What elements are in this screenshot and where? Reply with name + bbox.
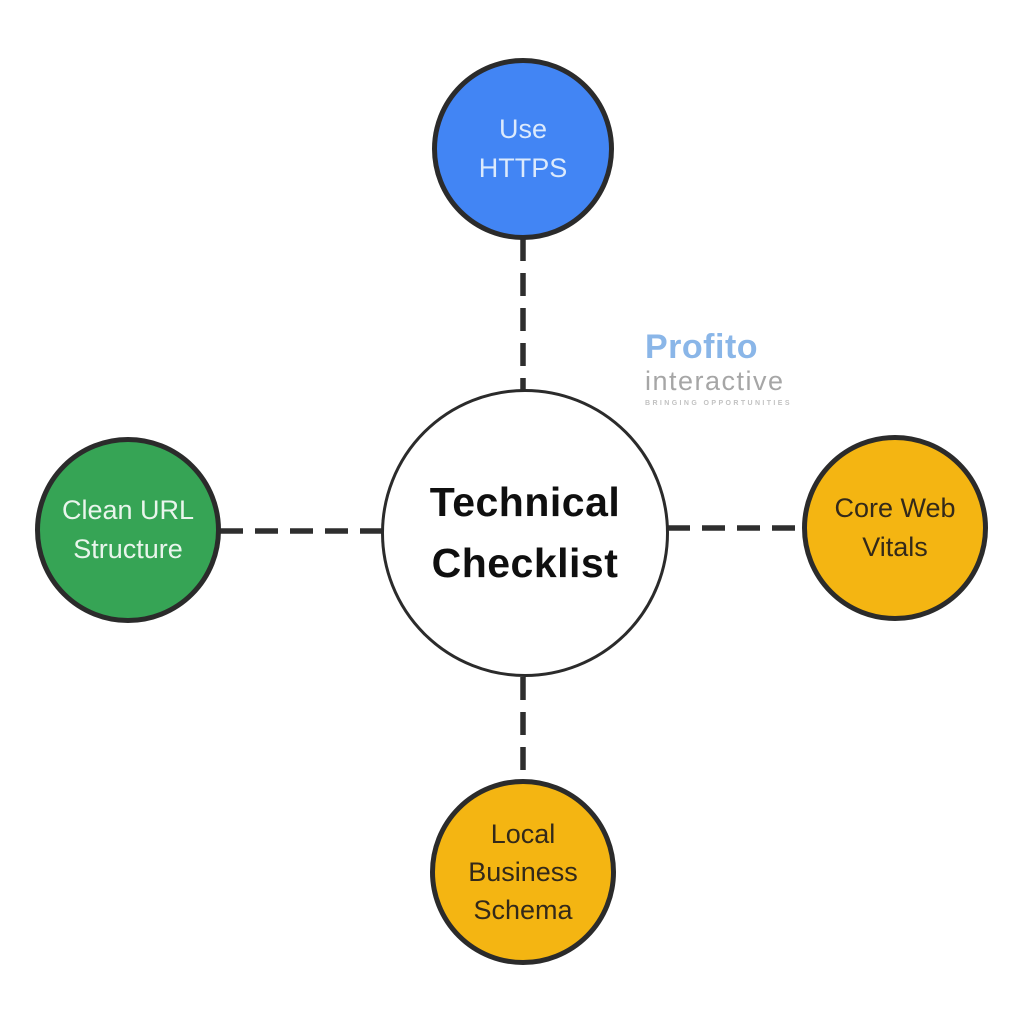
node-core-web-vitals: Core Web Vitals	[802, 435, 988, 621]
node-local-business-schema: Local Business Schema	[430, 779, 616, 965]
logo-sub-text: interactive	[645, 366, 785, 396]
logo-tagline-text: BRINGING OPPORTUNITIES	[645, 400, 792, 407]
center-node-label: Technical Checklist	[429, 478, 621, 587]
node-local-business-schema-label: Local Business Schema	[468, 818, 578, 926]
center-node-technical-checklist: Technical Checklist	[381, 389, 669, 677]
node-use-https-label: Use HTTPS	[478, 113, 568, 183]
node-clean-url-structure: Clean URL Structure	[35, 437, 221, 623]
node-core-web-vitals-label: Core Web Vitals	[834, 492, 956, 562]
profito-interactive-logo: Profito interactive BRINGING OPPORTUNITI…	[645, 330, 792, 407]
node-clean-url-structure-label: Clean URL Structure	[61, 494, 195, 564]
node-use-https: Use HTTPS	[432, 58, 614, 240]
logo-brand-text: Profito	[645, 328, 759, 366]
